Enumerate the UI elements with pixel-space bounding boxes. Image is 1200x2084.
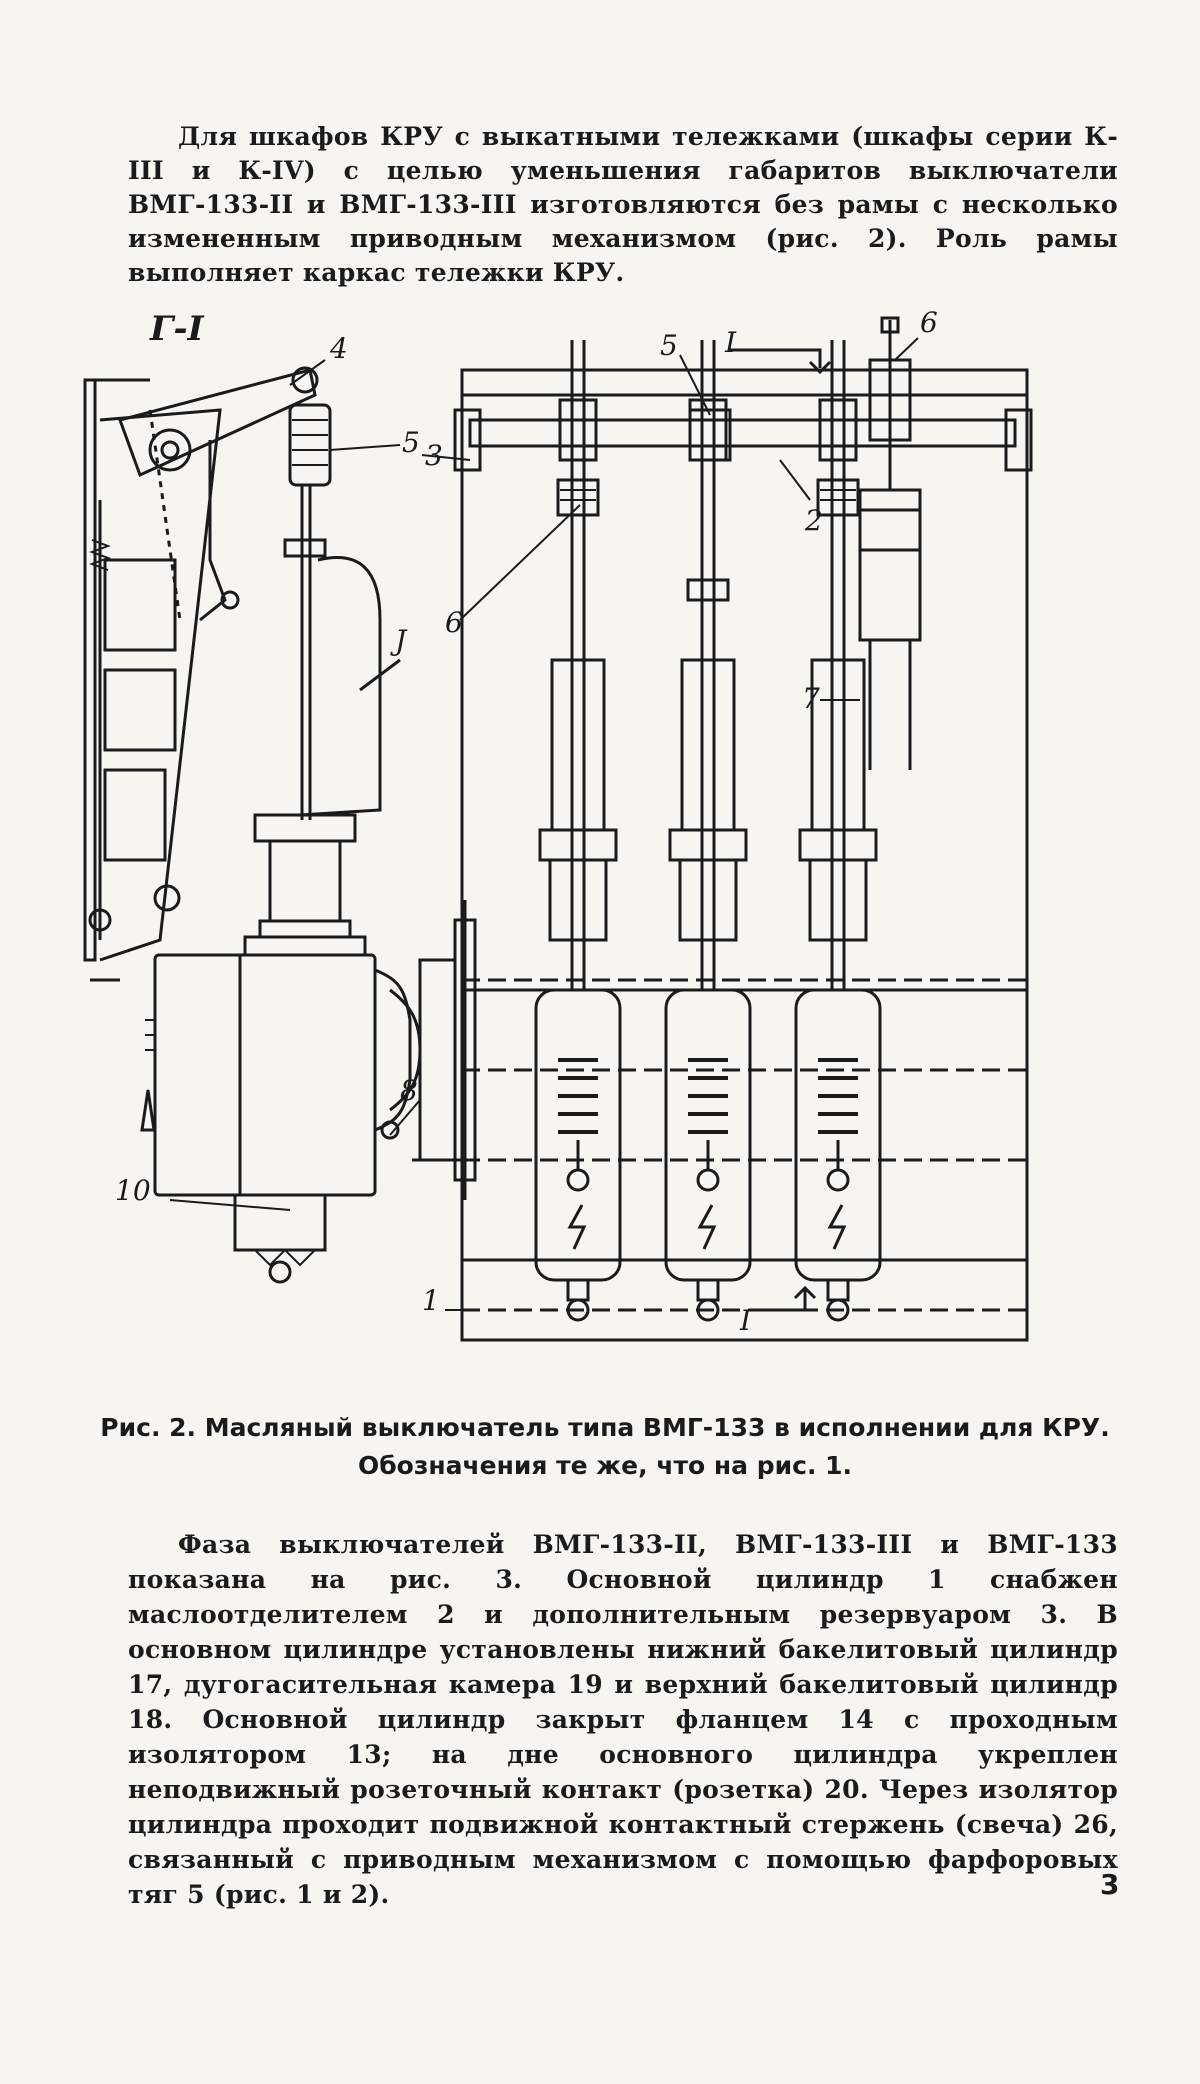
label-j: J [390,624,408,657]
label-2: 2 [804,504,823,537]
label-8: 8 [400,1074,418,1107]
front-view [455,318,1031,1340]
figure-caption-title: Рис. 2. Масляный выключатель типа ВМГ-13… [60,1410,1150,1446]
intro-paragraph: Для шкафов КРУ с выкатными тележками (шк… [128,120,1118,290]
label-10: 10 [115,1174,151,1207]
pole-2 [666,340,750,1320]
body-paragraph: Фаза выключателей ВМГ-133-II, ВМГ-133-II… [128,1527,1118,1912]
section-mark-bottom: I [739,1304,752,1337]
pole-1 [536,340,620,1320]
figure-caption-note: Обозначения те же, что на рис. 1. [60,1448,1150,1484]
label-3: 3 [425,439,443,472]
label-5-left: 5 [402,426,420,459]
breaker-drawing: Г-I 4 5 J 8 10 3 5 I 6 2 6 7 1 I [60,300,1150,1400]
side-view [85,368,480,1282]
label-6-top: 6 [920,306,938,339]
label-5-right: 5 [660,329,678,362]
label-1: 1 [422,1284,440,1317]
label-6-mid: 6 [445,606,463,639]
label-7: 7 [802,682,820,715]
pole-3 [796,340,880,1320]
page-number: 3 [1100,1868,1119,1901]
label-4: 4 [329,332,348,365]
section-mark-top: I [724,326,737,359]
section-title: Г-I [149,309,205,349]
